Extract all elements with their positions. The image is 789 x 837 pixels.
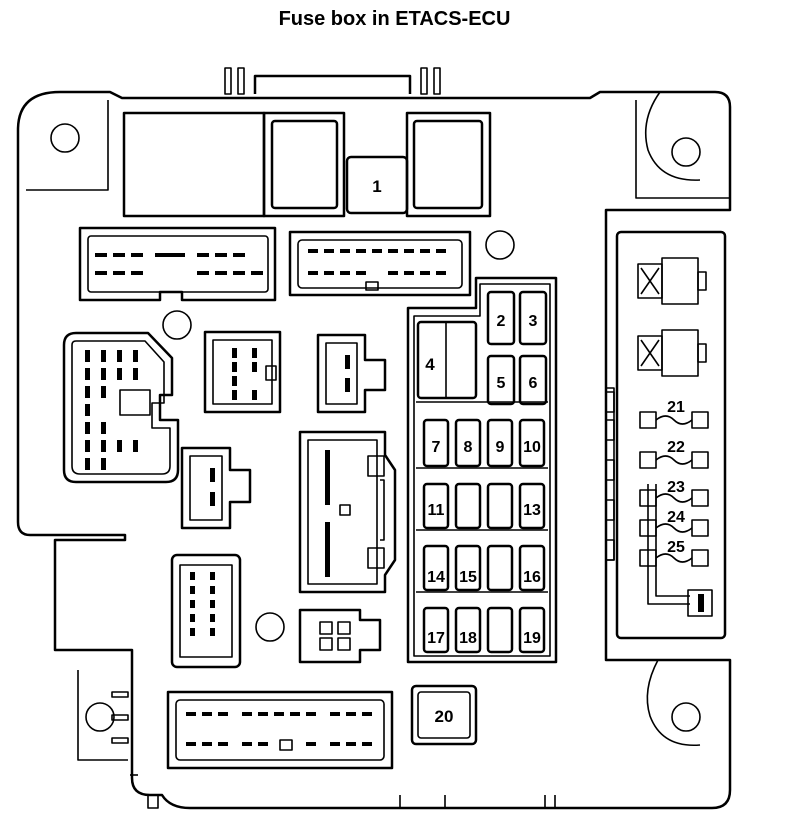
connector-two-pin-bottom	[298, 608, 382, 664]
svg-text:14: 14	[427, 569, 445, 586]
svg-text:2: 2	[497, 313, 506, 330]
fuse-slot-empty-b	[486, 544, 514, 592]
diagram-title: Fuse box in ETACS-ECU	[278, 8, 511, 30]
fuse-9: 9	[486, 418, 514, 468]
fuse-6: 6	[518, 354, 548, 406]
fuse-19: 19	[518, 606, 546, 654]
fuse-5: 5	[486, 354, 516, 406]
svg-text:7: 7	[432, 439, 441, 456]
top-connector	[224, 67, 441, 95]
svg-text:10: 10	[523, 439, 541, 456]
svg-text:18: 18	[459, 630, 477, 647]
side-ribs	[605, 391, 615, 561]
fuse-slot-12	[454, 482, 482, 530]
svg-text:20: 20	[435, 707, 454, 726]
svg-text:1: 1	[372, 177, 381, 196]
fuse-14: 14	[422, 544, 450, 592]
right-fuse-panel	[615, 230, 727, 640]
svg-text:15: 15	[459, 569, 477, 586]
relay-block-top	[122, 111, 492, 218]
bottom-tabs	[147, 795, 556, 809]
connector-vertical-lower	[170, 553, 242, 669]
svg-text:8: 8	[464, 439, 473, 456]
fuse-21-label: 21	[667, 399, 685, 416]
fuse-11: 11	[422, 482, 450, 530]
fuse-10: 10	[518, 418, 546, 468]
housing-outline	[16, 90, 732, 810]
connector-two-pin-upper	[316, 333, 387, 414]
svg-text:9: 9	[496, 439, 505, 456]
svg-text:3: 3	[529, 313, 538, 330]
relay-connector-large	[298, 430, 397, 594]
svg-text:5: 5	[497, 375, 506, 392]
connector-top-center	[288, 230, 472, 297]
left-bracket	[111, 691, 129, 744]
fuse-13: 13	[518, 482, 546, 530]
connector-two-pin-left	[180, 446, 252, 530]
fuse-15: 15	[454, 544, 482, 592]
fuse-1: 1	[345, 155, 409, 215]
connector-left-large	[62, 331, 180, 484]
fuse-block	[406, 276, 558, 664]
fuse-18: 18	[454, 606, 482, 654]
fuse-2: 2	[486, 290, 516, 346]
connector-bottom-wide	[166, 690, 394, 770]
fuse-slot-empty-a	[486, 482, 514, 530]
fuse-20: 20	[410, 684, 478, 746]
svg-text:6: 6	[529, 375, 538, 392]
svg-text:16: 16	[523, 569, 541, 586]
fuse-8: 8	[454, 418, 482, 468]
fuse-17: 17	[422, 606, 450, 654]
connector-mid-small	[203, 330, 282, 414]
fuse-24-label: 24	[667, 509, 685, 526]
fuse-3: 3	[518, 290, 548, 346]
fuse-7: 7	[422, 418, 450, 468]
mounting-holes	[50, 91, 701, 761]
inner-contour	[26, 100, 109, 191]
svg-text:11: 11	[428, 502, 445, 519]
svg-text:17: 17	[427, 630, 445, 647]
connector-left-top	[78, 226, 277, 302]
fuse-25-label: 25	[667, 539, 685, 556]
svg-text:4: 4	[425, 355, 435, 374]
svg-text:13: 13	[523, 502, 541, 519]
svg-text:19: 19	[523, 630, 541, 647]
fuse-slot-empty-c	[486, 606, 514, 654]
fuse-23-label: 23	[667, 479, 685, 496]
fuse-16: 16	[518, 544, 546, 592]
fuse-22-label: 22	[667, 439, 685, 456]
fuse-4: 4	[416, 320, 478, 400]
